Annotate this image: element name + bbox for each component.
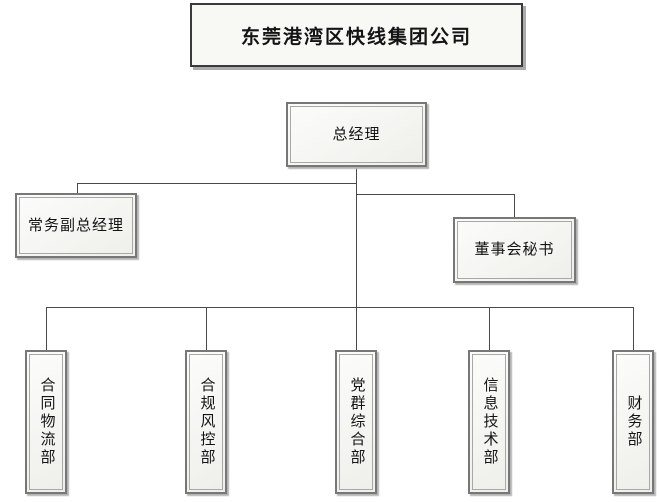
deputy-general-manager-frame: 常务副总经理	[19, 197, 133, 254]
general-manager-frame: 总经理	[290, 106, 423, 163]
company-name-label: 东莞港湾区快线集团公司	[240, 26, 472, 48]
org-node-dept-party-mass: 党群综合部	[335, 350, 377, 494]
dept-finance-label: 财务部	[625, 395, 642, 449]
org-node-dept-information-technology: 信息技术部	[468, 350, 510, 494]
dept-frame: 信息技术部	[472, 354, 506, 490]
dept-frame: 合规风控部	[189, 354, 223, 490]
connector-departments-horizontal	[46, 307, 634, 308]
board-secretary-label: 董事会秘书	[474, 242, 555, 258]
deputy-general-manager-label: 常务副总经理	[27, 217, 124, 234]
org-node-company: 东莞港湾区快线集团公司	[190, 3, 523, 67]
connector-secretary-drop-vertical	[514, 194, 515, 217]
dept-information-technology-label: 信息技术部	[481, 377, 498, 467]
dept-frame: 党群综合部	[339, 354, 373, 490]
org-node-dept-contract-logistics: 合同物流部	[25, 350, 67, 494]
org-node-board-secretary: 董事会秘书	[453, 217, 576, 283]
dept-contract-logistics-label: 合同物流部	[38, 377, 55, 467]
dept-compliance-risk-label: 合规风控部	[198, 377, 215, 467]
dept-party-mass-label: 党群综合部	[348, 377, 365, 467]
org-node-deputy-general-manager: 常务副总经理	[15, 193, 137, 258]
connector-dept2-drop-vertical	[206, 307, 207, 350]
connector-dept3-drop-vertical	[356, 307, 357, 350]
org-node-dept-compliance-risk: 合规风控部	[185, 350, 227, 494]
general-manager-label: 总经理	[332, 126, 381, 143]
connector-dept1-drop-vertical	[46, 307, 47, 350]
connector-dept4-drop-vertical	[489, 307, 490, 350]
connector-dept5-drop-vertical	[633, 307, 634, 350]
dept-frame: 财务部	[616, 354, 650, 490]
connector-deputy-branch-horizontal	[77, 183, 357, 184]
org-node-dept-finance: 财务部	[612, 350, 654, 494]
connector-secretary-branch-horizontal	[356, 194, 515, 195]
dept-frame: 合同物流部	[29, 354, 63, 490]
org-node-general-manager: 总经理	[286, 102, 427, 167]
board-secretary-frame: 董事会秘书	[457, 221, 572, 279]
connector-gm-trunk-vertical	[356, 167, 357, 307]
connector-deputy-drop-vertical	[77, 183, 78, 193]
